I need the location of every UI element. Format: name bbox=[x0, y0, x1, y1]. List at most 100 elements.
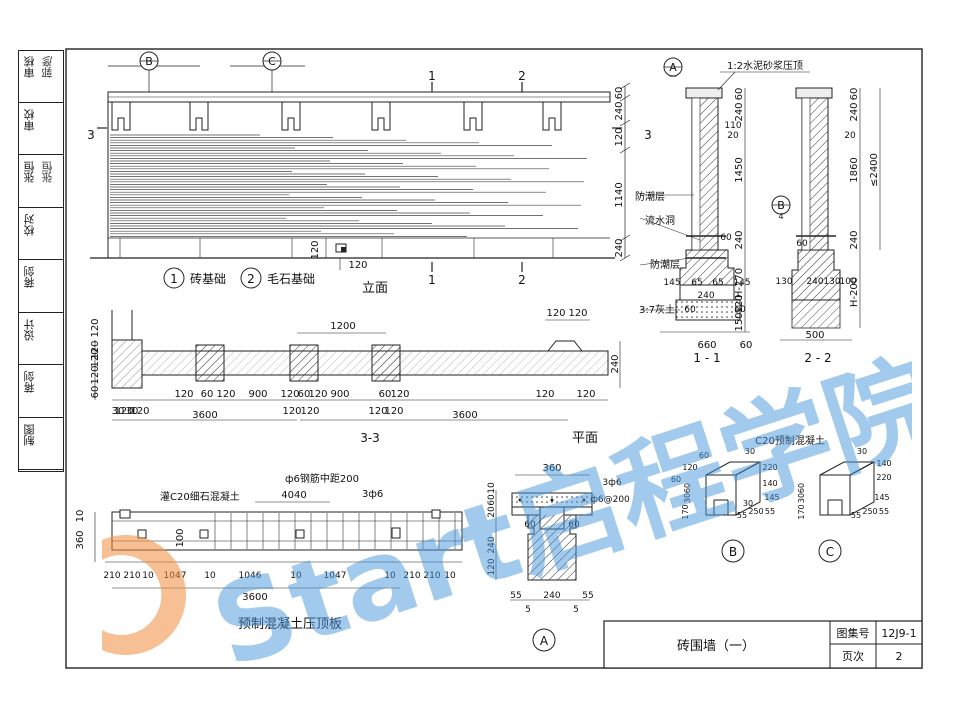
dimension-label: 240 bbox=[849, 230, 860, 249]
dimension-label: 210 bbox=[123, 571, 140, 581]
dimension-label: 10 bbox=[204, 571, 216, 581]
section-marker-b: B bbox=[145, 55, 153, 68]
dimension-label: 120 bbox=[682, 463, 697, 472]
plan-pier bbox=[371, 344, 401, 382]
pier-cap bbox=[111, 102, 131, 131]
dimension-label: 210 bbox=[403, 571, 420, 581]
dimension-label: 120 bbox=[535, 389, 554, 400]
section-marker-b2-sub: 4 bbox=[778, 212, 783, 221]
dimension-label: 120 bbox=[90, 365, 101, 384]
section-marker-a-sub: 一 bbox=[670, 73, 677, 81]
dimension-label: 120 bbox=[487, 558, 497, 575]
dim-tick bbox=[619, 94, 631, 102]
dimension-label: 210 bbox=[103, 571, 120, 581]
section-mark-3: 3 bbox=[87, 128, 95, 142]
dimension-label: 60 bbox=[734, 88, 745, 101]
dimension-label: 120 bbox=[568, 308, 587, 319]
dim-tick bbox=[619, 234, 631, 242]
dimension-label: 60 bbox=[524, 520, 536, 530]
dimension-label: 240 bbox=[806, 277, 823, 287]
dimension-label: 60 bbox=[487, 494, 497, 506]
dimension-label: 145 bbox=[663, 278, 680, 288]
dimension-label: 140 bbox=[762, 479, 777, 488]
plan-pier bbox=[289, 344, 319, 382]
dimension-label: 240 bbox=[614, 101, 625, 120]
dimension-label: 10 bbox=[444, 571, 456, 581]
sheet-border bbox=[65, 48, 923, 669]
section-marker-a: A bbox=[669, 61, 677, 74]
dimension-label: 120 bbox=[310, 240, 321, 259]
dimension-label: 360 bbox=[75, 530, 86, 549]
legend-2-number: 2 bbox=[247, 272, 255, 286]
dimension-label: 120 bbox=[308, 389, 327, 400]
detail-b-view bbox=[705, 461, 761, 563]
dimension-label: 60 bbox=[671, 475, 681, 484]
dimension-label: 65 bbox=[691, 278, 702, 288]
detail-c-marker: C bbox=[826, 545, 834, 559]
dimension-label: 240 bbox=[734, 230, 745, 249]
dimension-label: 60 bbox=[614, 87, 625, 100]
atlas-number: 12J9-1 bbox=[881, 627, 916, 640]
dimension-label: 55 bbox=[879, 507, 889, 516]
dimension-label: 660 bbox=[697, 340, 716, 351]
signature-cell: 张恒张恒 bbox=[18, 155, 63, 208]
dimension-label: 55 bbox=[582, 591, 593, 601]
detail-b-marker: B bbox=[729, 545, 737, 559]
section-mark-2: 2 bbox=[518, 69, 526, 83]
dimension-label: 60 bbox=[201, 389, 214, 400]
dimension-label: 55 bbox=[765, 507, 775, 516]
dimension-label: 60 bbox=[699, 451, 709, 460]
dimension-label: 30 bbox=[797, 493, 806, 503]
dimension-label: 120 bbox=[300, 406, 319, 417]
section-mark-1: 1 bbox=[428, 69, 436, 83]
dimension-label: 120 bbox=[614, 127, 625, 146]
dim-tick bbox=[619, 119, 631, 127]
section-3-3-label: 3-3 bbox=[360, 431, 380, 445]
dimension-label: 145 bbox=[733, 278, 750, 288]
dimension-label: 100 bbox=[175, 528, 186, 547]
atlas-label: 图集号 bbox=[837, 626, 870, 640]
dimension-label: 30 bbox=[126, 406, 139, 417]
signature-cell: 制图 bbox=[18, 417, 63, 470]
dimension-label: 1200 bbox=[330, 321, 355, 332]
layer-label: 3:7灰土 bbox=[639, 303, 675, 316]
note-label: 3ф6 bbox=[602, 478, 621, 488]
dim-tick bbox=[619, 82, 631, 90]
dimension-label: 60 bbox=[720, 233, 732, 243]
dimension-label: 4040 bbox=[281, 490, 306, 501]
dimension-label: 30 bbox=[743, 499, 753, 508]
dimension-label: 1046 bbox=[239, 571, 262, 581]
plan-view bbox=[94, 310, 621, 421]
dimension-label: 10 bbox=[142, 571, 154, 581]
dimension-label: ≤2400 bbox=[869, 153, 880, 187]
pier-cap bbox=[281, 102, 301, 131]
dimension-label: 240 bbox=[849, 102, 860, 121]
signature-cell: 审核郭彦 bbox=[18, 50, 63, 103]
page-label: 页次 bbox=[842, 649, 864, 663]
dimension-label: 145 bbox=[764, 493, 779, 502]
dimension-label: 3600 bbox=[192, 410, 217, 421]
dimension-label: 1450 bbox=[734, 157, 745, 182]
dimension-label: 20 bbox=[487, 506, 497, 518]
dimension-label: 55 bbox=[510, 591, 521, 601]
layer-label: 防潮层 bbox=[650, 258, 680, 271]
dimension-label: 60 bbox=[849, 88, 860, 101]
dimension-label: 60 bbox=[683, 483, 692, 493]
dimension-label: H-200 bbox=[849, 277, 860, 307]
dimension-label: 1047 bbox=[324, 571, 347, 581]
dimension-label: 120 bbox=[368, 406, 387, 417]
elevation-title: 立面 bbox=[362, 281, 388, 296]
section-mark-3: 3 bbox=[644, 128, 652, 142]
dimension-label: 20 bbox=[727, 131, 739, 141]
dimension-label: 60 bbox=[568, 520, 580, 530]
dimension-label: 10 bbox=[290, 571, 302, 581]
dimension-label: H-270 bbox=[734, 268, 745, 298]
dimension-label: 145 bbox=[874, 493, 889, 502]
precast-title: 预制混凝土压顶板 bbox=[238, 616, 342, 632]
note-label: ф6钢筋中距200 bbox=[285, 472, 359, 485]
dimension-label: 65 bbox=[712, 278, 723, 288]
detail-c-view bbox=[818, 461, 875, 563]
dimension-label: 130 bbox=[823, 277, 840, 287]
